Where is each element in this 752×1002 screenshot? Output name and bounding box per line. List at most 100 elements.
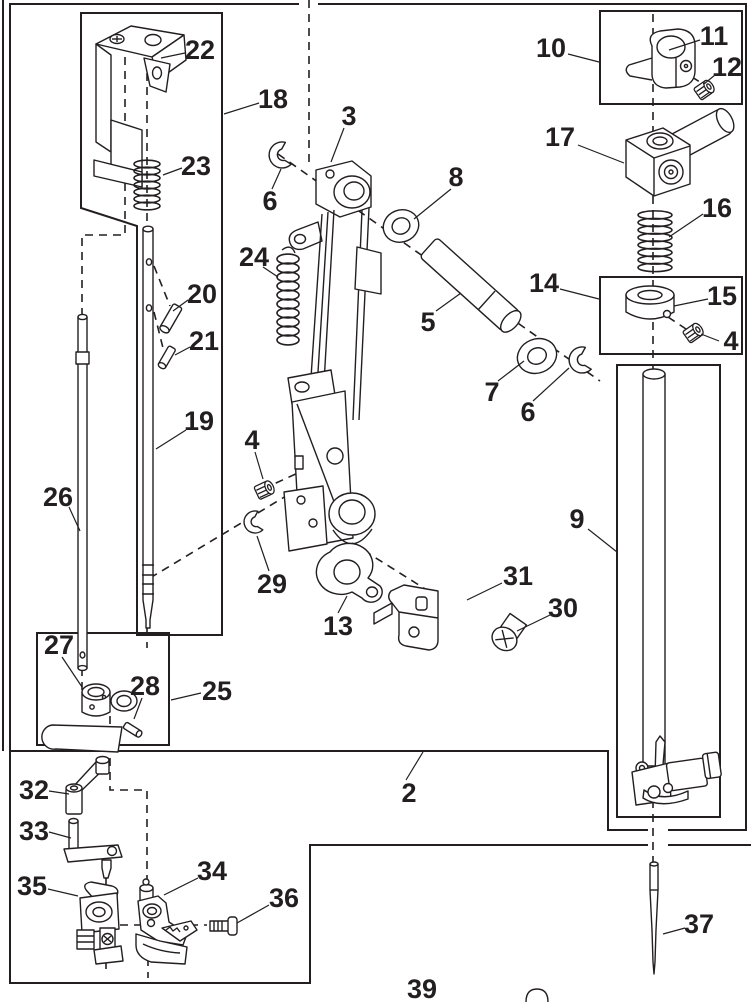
callout-20: 20 <box>187 279 217 309</box>
callout-24: 24 <box>239 242 269 272</box>
leader-12 <box>703 74 716 85</box>
callout-22: 22 <box>185 35 215 65</box>
callout-36: 36 <box>269 883 299 913</box>
callout-16: 16 <box>702 193 732 223</box>
leader-2 <box>405 751 424 781</box>
leader-18 <box>223 102 260 115</box>
callout-3: 3 <box>341 101 356 131</box>
callout-6b: 6 <box>520 397 535 427</box>
part-8-washer <box>382 209 420 243</box>
parts-layer <box>41 25 735 1002</box>
part-20-pin <box>159 303 183 334</box>
callout-32: 32 <box>19 775 49 805</box>
assembly-centerlines <box>73 0 707 978</box>
part-31-bracket <box>373 584 439 651</box>
part-13-plate <box>315 542 383 603</box>
part-24-spring <box>276 246 300 346</box>
leader-11 <box>668 39 701 51</box>
part-28-pin <box>122 721 143 738</box>
leader-7 <box>497 360 525 382</box>
part-30-screw <box>491 612 528 652</box>
callout-26: 26 <box>43 482 73 512</box>
leader-26 <box>68 506 81 532</box>
leader-36 <box>236 904 270 924</box>
callout-9: 9 <box>569 504 584 534</box>
part-5-pin <box>420 238 522 333</box>
part-17-crank <box>625 107 735 197</box>
leader-17 <box>577 144 625 164</box>
leader-35 <box>47 888 79 897</box>
callout-18: 18 <box>258 84 288 114</box>
part-21-pin <box>157 345 176 370</box>
leader-28 <box>133 697 143 720</box>
main-box-2 <box>9 3 747 831</box>
leader-29 <box>256 535 270 572</box>
leader-10 <box>567 53 600 63</box>
callout-14: 14 <box>529 268 559 298</box>
part-3-needle-bar-supporter <box>283 160 382 552</box>
callout-25: 25 <box>202 676 232 706</box>
part-11-clamp <box>625 28 696 89</box>
leader-9 <box>587 528 618 553</box>
callout-31: 31 <box>503 561 533 591</box>
box-18 <box>80 12 223 636</box>
bottom-box <box>9 751 751 984</box>
callout-10: 10 <box>536 33 566 63</box>
callout-6a: 6 <box>262 186 277 216</box>
leader-14 <box>559 288 600 300</box>
callout-37: 37 <box>684 909 714 939</box>
leader-20 <box>172 299 189 312</box>
callout-7: 7 <box>484 377 499 407</box>
callout-35: 35 <box>17 871 47 901</box>
callout-2: 2 <box>401 778 416 808</box>
part-23-spring <box>133 159 161 211</box>
callout-13: 13 <box>323 611 353 641</box>
leader-13 <box>337 595 348 614</box>
leader-4a <box>254 451 264 480</box>
leader-4b <box>700 333 720 342</box>
leader-19 <box>155 429 187 450</box>
leader-23 <box>162 167 183 176</box>
part-27-crank-arm <box>41 683 138 753</box>
leader-6b <box>532 367 570 402</box>
part-36-screw <box>209 916 238 936</box>
part-7-washer <box>516 337 558 375</box>
box-14 <box>599 276 743 355</box>
box-9 <box>616 364 721 818</box>
leader-37 <box>662 927 686 935</box>
callout-29: 29 <box>257 569 287 599</box>
leader-8 <box>413 188 452 220</box>
part-26-rod <box>75 313 90 672</box>
callout-23: 23 <box>181 151 211 181</box>
leader-6a <box>271 168 282 190</box>
callout-5: 5 <box>420 307 435 337</box>
leader-32 <box>48 790 70 795</box>
part-34-thread-guide <box>135 878 198 965</box>
part-6a-e-ring <box>268 141 292 169</box>
part-15-collar <box>625 285 675 320</box>
callout-39: 39 <box>407 974 437 1002</box>
part-12-set-screw <box>693 79 715 101</box>
part-4b-set-screw <box>682 322 704 344</box>
leader-15 <box>673 298 709 307</box>
callout-4b: 4 <box>723 326 738 356</box>
leader-21 <box>174 346 191 356</box>
callout-33: 33 <box>19 816 49 846</box>
callout-12: 12 <box>712 52 742 82</box>
callout-34: 34 <box>197 856 227 886</box>
callout-27: 27 <box>44 630 74 660</box>
part-6b-e-ring <box>568 346 592 374</box>
leader-5 <box>435 292 462 312</box>
part-22-bracket <box>93 25 187 188</box>
leader-31 <box>466 582 503 601</box>
part-29-e-ring <box>243 510 264 534</box>
leader-30 <box>516 614 551 632</box>
leader-24 <box>262 266 279 278</box>
part-39-circle <box>525 988 549 1002</box>
callout-30: 30 <box>548 593 578 623</box>
callout-4a: 4 <box>244 425 259 455</box>
leader-27 <box>61 656 83 688</box>
